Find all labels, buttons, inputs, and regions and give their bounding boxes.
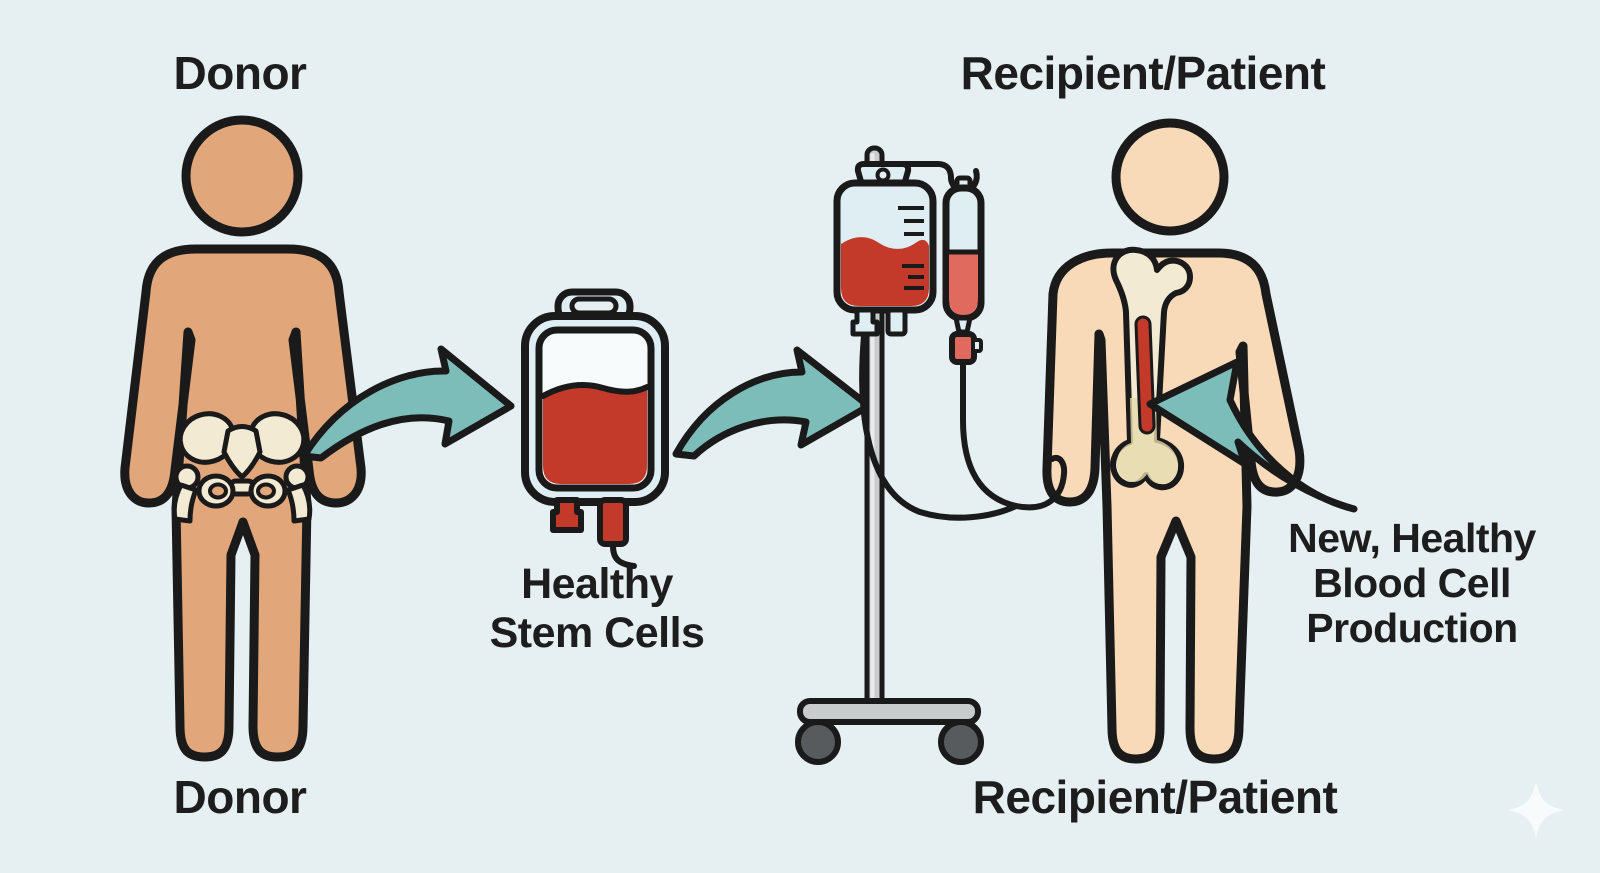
stem-cells-label-line2: Stem Cells bbox=[489, 609, 705, 657]
pelvis-bone-icon bbox=[171, 411, 313, 524]
recipient-label-top: Recipient/Patient bbox=[960, 47, 1326, 99]
arrow-donor-to-bag-icon bbox=[300, 345, 515, 462]
iv-right-wheel bbox=[938, 719, 984, 765]
production-label-line3: Production bbox=[1306, 605, 1518, 651]
sparkle-watermark-icon bbox=[1508, 782, 1564, 838]
production-label-line2: Blood Cell bbox=[1313, 560, 1511, 606]
recipient-figure bbox=[1042, 118, 1305, 764]
bag-right-port bbox=[597, 497, 629, 547]
production-label-line1: New, Healthy bbox=[1288, 515, 1536, 561]
pelvis-sacrum bbox=[221, 424, 263, 480]
donor-figure bbox=[120, 115, 366, 762]
donor-head bbox=[181, 115, 303, 237]
iv-bag-scale-ticks bbox=[898, 206, 924, 290]
donor-label-bottom: Donor bbox=[173, 771, 307, 823]
pelvis-left-femur-stub bbox=[171, 482, 199, 524]
drip-chamber-icon bbox=[942, 175, 985, 365]
iv-tube-from-bag bbox=[859, 333, 1019, 521]
bag-left-port bbox=[550, 497, 584, 533]
pelvis-right-femur-stub bbox=[285, 482, 313, 524]
drip-connector bbox=[949, 331, 977, 365]
donor-label-top: Donor bbox=[173, 47, 307, 99]
iv-bag-tab-hole bbox=[875, 167, 891, 183]
bag-blood-surface-line bbox=[540, 381, 650, 399]
arrow-to-bone-icon bbox=[1146, 358, 1358, 513]
bag-blood-fill bbox=[543, 384, 647, 484]
femur-marrow-red bbox=[1137, 318, 1153, 432]
recipient-head bbox=[1111, 118, 1229, 236]
femur-shading bbox=[1116, 398, 1179, 485]
iv-blood-bag-icon bbox=[833, 161, 937, 337]
recipient-label-bottom: Recipient/Patient bbox=[972, 771, 1338, 823]
stem-cell-bag-icon bbox=[521, 288, 669, 569]
iv-bag-right-port bbox=[885, 307, 908, 337]
iv-bag-left-port bbox=[850, 307, 880, 337]
pelvis-left-foramen bbox=[208, 482, 228, 500]
iv-tube-from-chamber bbox=[960, 359, 1068, 511]
donor-body bbox=[120, 244, 366, 762]
bag-tube bbox=[610, 543, 637, 569]
blood-cell-production-label: New, Healthy Blood Cell Production bbox=[1288, 516, 1536, 651]
iv-stand bbox=[795, 145, 1068, 765]
drip-chamber-outlet bbox=[953, 315, 973, 335]
stem-cells-label-line1: Healthy bbox=[521, 560, 673, 608]
drip-connector-nub bbox=[971, 338, 983, 353]
iv-left-wheel bbox=[795, 719, 841, 765]
recipient-body bbox=[1042, 248, 1305, 764]
drip-chamber-blood bbox=[949, 252, 978, 315]
stem-cells-label: Healthy Stem Cells bbox=[490, 560, 705, 658]
iv-bag-blood-fill bbox=[841, 237, 929, 306]
pelvis-right-foramen bbox=[256, 482, 276, 500]
arrow-bag-to-iv-icon bbox=[672, 346, 873, 460]
femur-bone-icon bbox=[1110, 246, 1193, 491]
iv-base bbox=[797, 698, 981, 725]
bag-hanger-hole bbox=[569, 296, 619, 316]
